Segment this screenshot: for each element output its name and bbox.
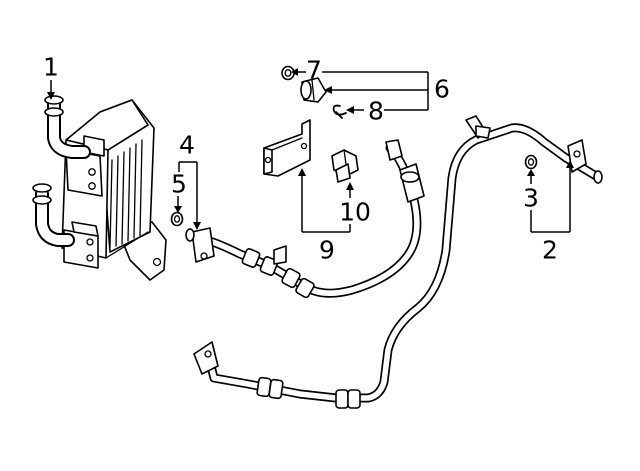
callout-8: 8: [368, 97, 384, 126]
o-ring-part-7[interactable]: [281, 65, 295, 81]
bracket-part-9[interactable]: [263, 119, 311, 177]
callout-3: 3: [523, 184, 539, 213]
cooler-inlet-hose[interactable]: [185, 139, 425, 299]
cooler-outlet-pipe[interactable]: [193, 115, 603, 409]
callout-10: 10: [339, 198, 371, 227]
clip-part-10[interactable]: [331, 149, 359, 183]
callout-1: 1: [43, 53, 59, 82]
o-ring-part-3[interactable]: [524, 154, 538, 170]
o-ring-part-5[interactable]: [170, 211, 184, 227]
callout-4: 4: [179, 131, 195, 160]
callout-7: 7: [306, 56, 322, 85]
callout-2: 2: [542, 236, 558, 265]
leader-lines: [47, 68, 574, 233]
oil-cooler[interactable]: [32, 95, 167, 281]
callout-6: 6: [434, 75, 450, 104]
callout-5: 5: [171, 170, 187, 199]
connector-fitting-part-6[interactable]: [300, 77, 327, 103]
callout-9: 9: [319, 236, 335, 265]
retainer-clip-part-8[interactable]: [332, 104, 347, 119]
